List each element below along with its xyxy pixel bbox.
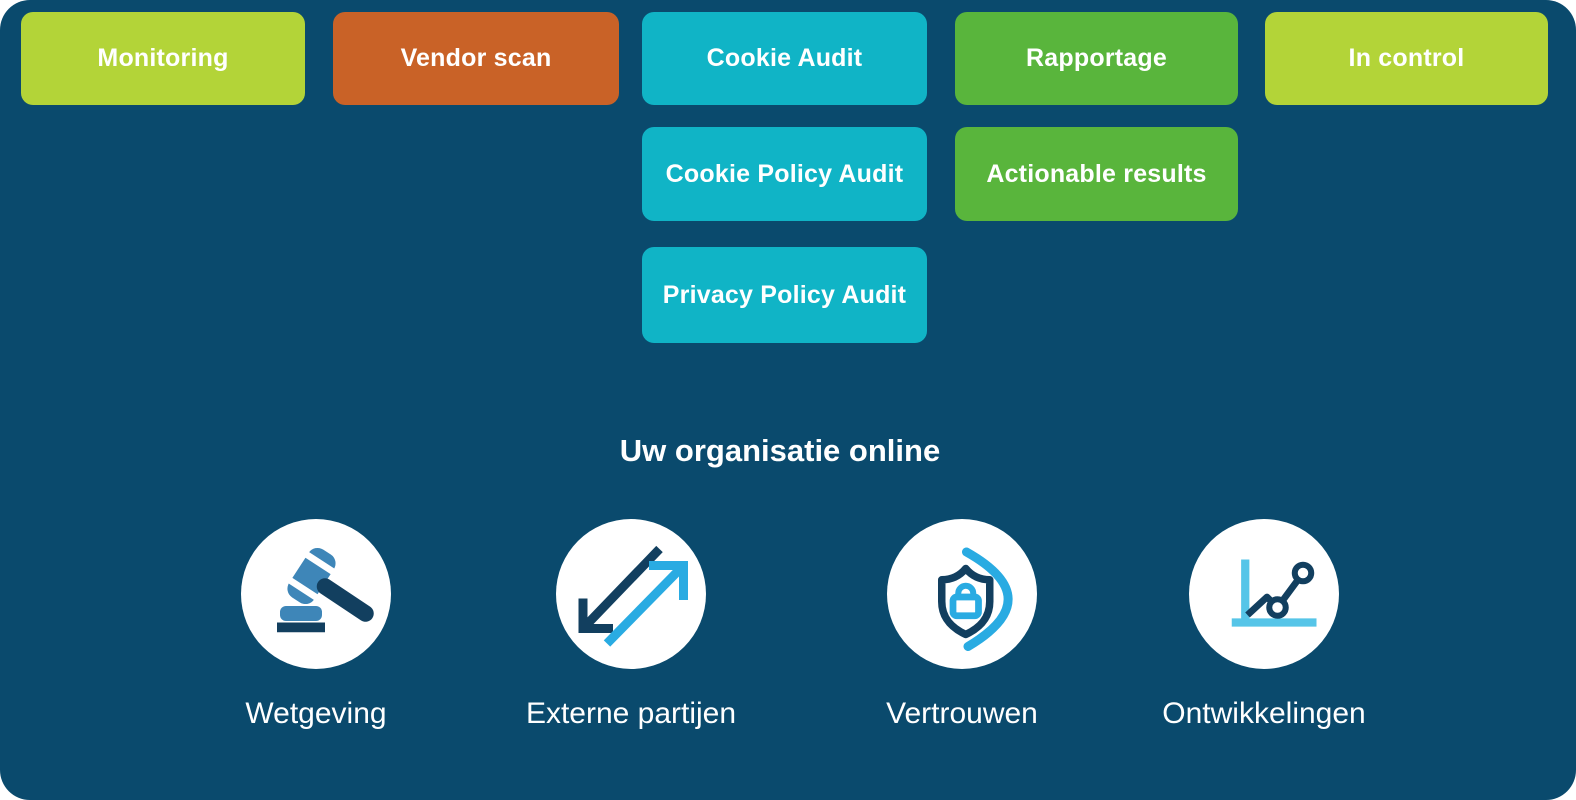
pillar-icon-circle: [887, 519, 1037, 669]
pillar-label: Wetgeving: [245, 697, 387, 730]
box-label: Monitoring: [97, 44, 229, 72]
box-label: Rapportage: [1026, 44, 1167, 72]
gavel-icon: [277, 547, 374, 633]
box-label: Actionable results: [986, 159, 1207, 188]
growth-chart-icon: [1231, 559, 1317, 627]
box-actionable-results: Actionable results: [955, 127, 1238, 221]
box-privacy-policy-audit: Privacy Policy Audit: [642, 247, 927, 343]
pillar-label: Vertrouwen: [886, 697, 1038, 730]
shield-lock-icon: [938, 547, 1013, 651]
pillar-label: Ontwikkelingen: [1162, 697, 1366, 730]
section-heading: Uw organisatie online: [619, 433, 941, 468]
pillar-icon-circle: [1189, 519, 1339, 669]
pillar-icon-circle: [556, 519, 706, 669]
box-in-control: In control: [1265, 12, 1548, 105]
pillar-externe-partijen: Externe partijen: [481, 519, 781, 732]
pillar-wetgeving: Wetgeving: [166, 519, 466, 732]
pillar-vertrouwen: Vertrouwen: [812, 519, 1112, 732]
box-label: Cookie Policy Audit: [665, 159, 904, 188]
box-label: Vendor scan: [400, 44, 552, 72]
pillar-ontwikkelingen: Ontwikkelingen: [1114, 519, 1414, 732]
box-label: Cookie Audit: [706, 44, 863, 72]
pillar-icon-circle: [241, 519, 391, 669]
box-label: In control: [1348, 44, 1465, 72]
exchange-arrows-icon: [578, 545, 688, 647]
pillar-label: Externe partijen: [525, 697, 737, 730]
box-cookie-audit: Cookie Audit: [642, 12, 927, 105]
box-vendor-scan: Vendor scan: [333, 12, 619, 105]
box-monitoring: Monitoring: [21, 12, 305, 105]
box-cookie-policy-audit: Cookie Policy Audit: [642, 127, 927, 221]
box-label: Privacy Policy Audit: [662, 280, 907, 309]
box-rapportage: Rapportage: [955, 12, 1238, 105]
